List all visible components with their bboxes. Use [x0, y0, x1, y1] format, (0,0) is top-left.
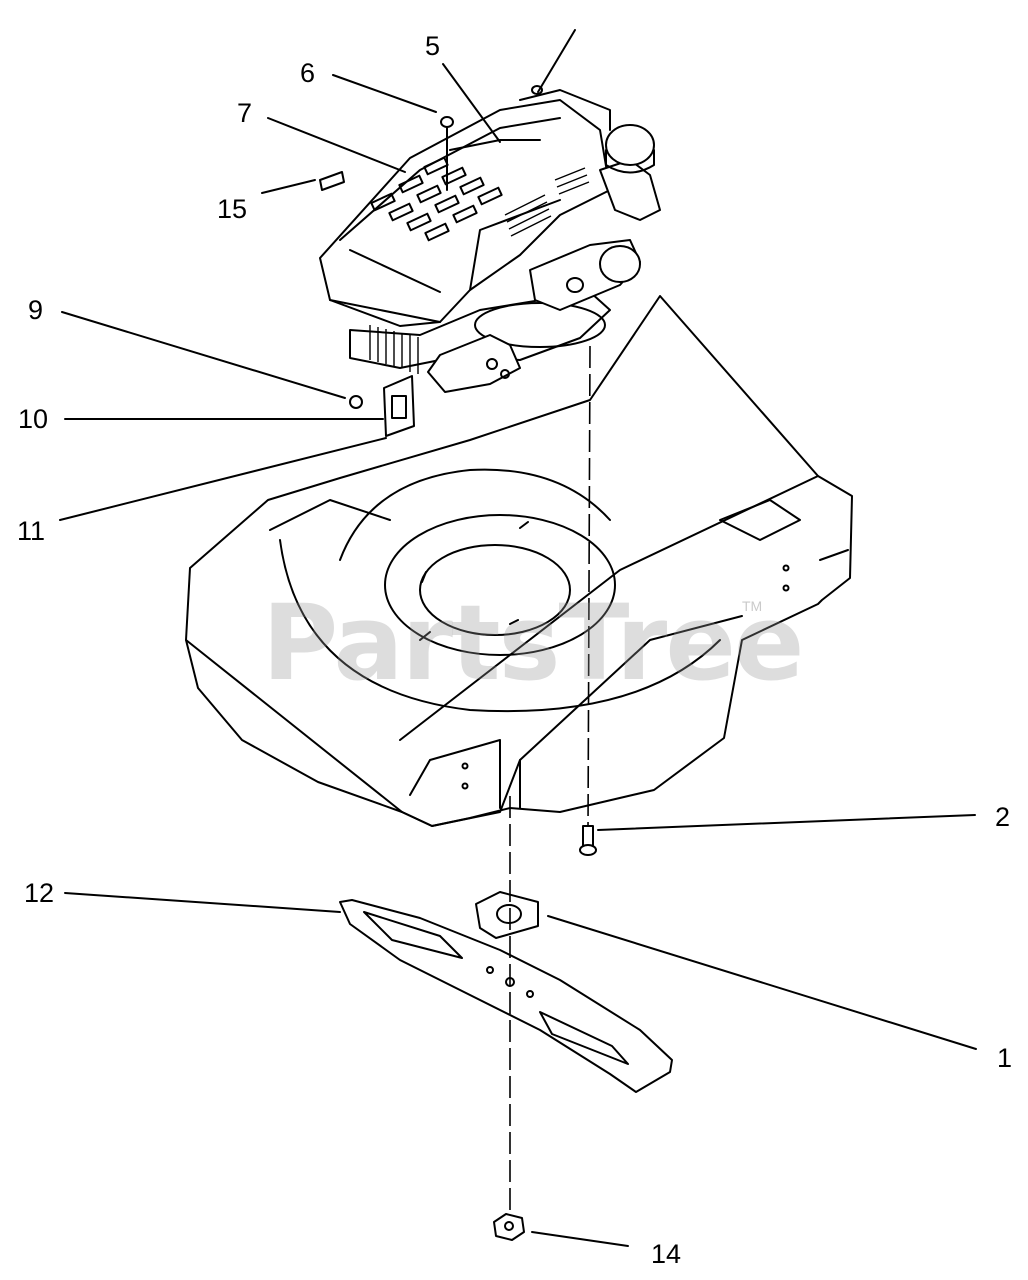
callout-15: 15 — [217, 194, 248, 224]
bolt-part-2 — [579, 345, 597, 856]
callout-6: 6 — [300, 58, 316, 88]
nut-part-14 — [493, 1213, 525, 1241]
callout-12: 12 — [24, 878, 55, 908]
blade-part-12 — [339, 899, 673, 1093]
watermark-logo: PartsTree — [262, 582, 804, 704]
leader-lines — [59, 63, 977, 1247]
callout-11: 11 — [17, 516, 46, 546]
callout-5: 5 — [425, 31, 441, 61]
mower-deck — [185, 295, 853, 827]
callout-9: 9 — [28, 295, 44, 325]
engine-assembly — [319, 29, 661, 393]
decal-part-15 — [319, 171, 345, 191]
callout-14: 14 — [651, 1239, 682, 1269]
callout-7: 7 — [237, 98, 253, 128]
callout-1: 1 — [997, 1043, 1013, 1073]
screw-part-9 — [349, 395, 363, 409]
watermark-trademark: TM — [742, 598, 763, 614]
callout-2: 2 — [995, 802, 1011, 832]
cooling-vents — [370, 156, 590, 242]
callout-10: 10 — [18, 404, 49, 434]
gasket-part-10 — [383, 375, 415, 437]
